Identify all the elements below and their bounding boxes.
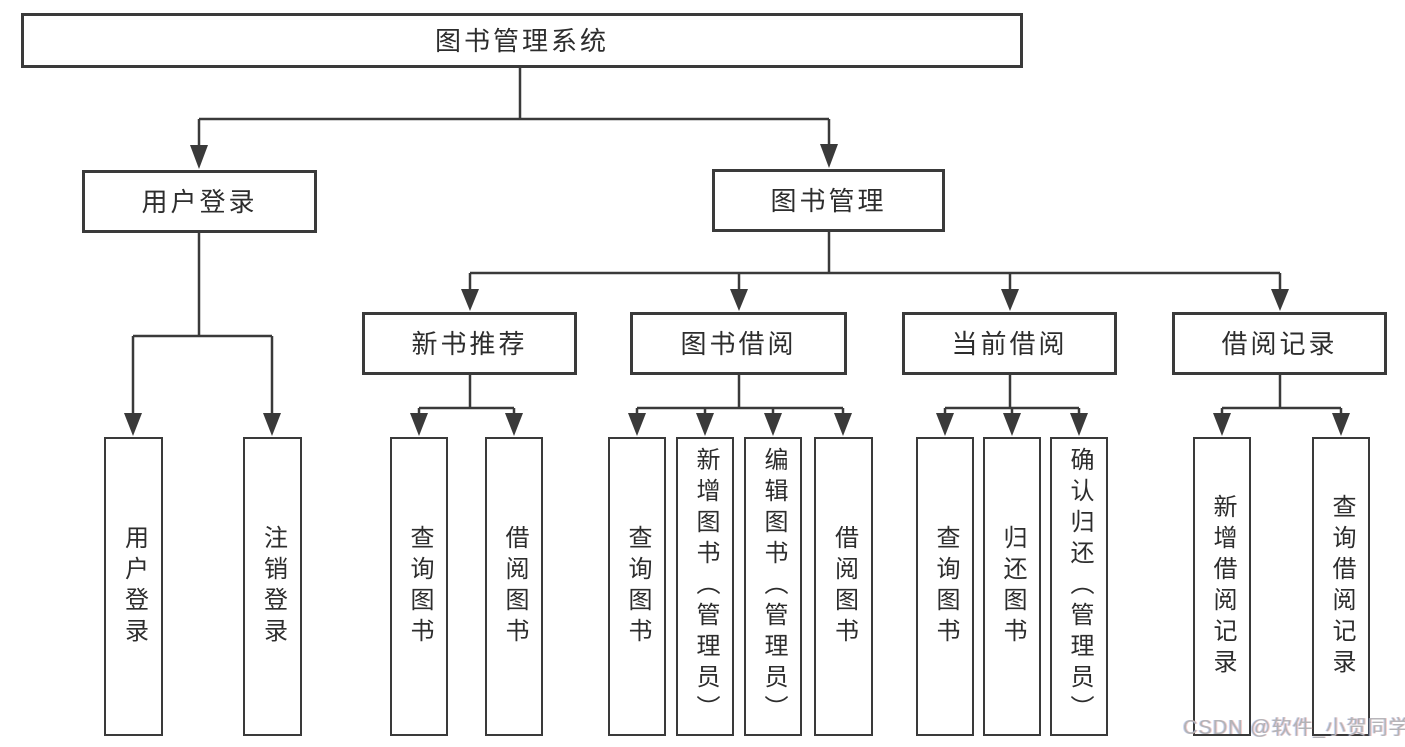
leaf-search-books-current: 查询图书 [916, 437, 974, 736]
node-current-borrowing: 当前借阅 [902, 312, 1117, 375]
leaf-user-login: 用户登录 [104, 437, 163, 736]
leaf-add-borrow-record: 新增借阅记录 [1193, 437, 1251, 736]
node-current-borrowing-label: 当前借阅 [951, 328, 1068, 359]
leaf-search-borrow-record-label: 查询借阅记录 [1328, 493, 1355, 680]
node-user-login-label: 用户登录 [141, 186, 258, 217]
leaf-add-book-admin-label: 新增图书（管理员） [692, 447, 719, 726]
connector-new-book-children [417, 375, 516, 414]
leaf-search-books-current-label: 查询图书 [932, 524, 959, 649]
leaf-search-books-borrowing-label: 查询图书 [624, 524, 651, 649]
leaf-confirm-return-admin: 确认归还（管理员） [1050, 437, 1108, 736]
leaf-add-book-admin: 新增图书（管理员） [676, 437, 734, 736]
leaf-edit-book-admin-label: 编辑图书（管理员） [760, 447, 787, 726]
connector-book-management-children [468, 232, 1282, 290]
leaf-borrow-books-borrowing: 借阅图书 [814, 437, 873, 736]
leaf-search-books-borrowing: 查询图书 [608, 437, 666, 736]
connector-borrow-records-children [1220, 375, 1343, 414]
node-book-borrowing-label: 图书借阅 [680, 328, 797, 359]
watermark: CSDN @软件_小贺同学 [1183, 717, 1405, 739]
leaf-borrow-books-recommend-label: 借阅图书 [501, 524, 528, 649]
leaf-return-books-label: 归还图书 [999, 524, 1026, 649]
node-book-management: 图书管理 [712, 169, 945, 232]
arrowheads [124, 144, 1350, 436]
node-new-book-recommendation: 新书推荐 [362, 312, 577, 375]
connector-book-borrowing-children [635, 375, 845, 414]
connector-root-to-level2 [197, 68, 831, 146]
node-borrow-records-label: 借阅记录 [1221, 328, 1338, 359]
leaf-logout-label: 注销登录 [259, 524, 287, 649]
node-library-system: 图书管理系统 [21, 13, 1023, 68]
connector-current-borrowing-children [943, 375, 1081, 414]
leaf-search-books-recommend-label: 查询图书 [406, 524, 433, 649]
leaf-confirm-return-admin-label: 确认归还（管理员） [1066, 447, 1093, 726]
leaf-search-books-recommend: 查询图书 [390, 437, 448, 736]
connector-user-login-children [131, 233, 274, 414]
leaf-borrow-books-recommend: 借阅图书 [485, 437, 543, 736]
node-user-login: 用户登录 [82, 170, 317, 233]
node-new-book-recommendation-label: 新书推荐 [411, 328, 528, 359]
leaf-add-borrow-record-label: 新增借阅记录 [1209, 493, 1236, 680]
node-borrow-records: 借阅记录 [1172, 312, 1387, 375]
leaf-user-login-label: 用户登录 [120, 524, 148, 649]
leaf-search-borrow-record: 查询借阅记录 [1312, 437, 1370, 736]
leaf-logout: 注销登录 [243, 437, 302, 736]
node-library-system-label: 图书管理系统 [434, 25, 609, 56]
node-book-management-label: 图书管理 [770, 185, 887, 216]
leaf-borrow-books-borrowing-label: 借阅图书 [830, 524, 858, 649]
node-book-borrowing: 图书借阅 [630, 312, 847, 375]
leaf-return-books: 归还图书 [983, 437, 1041, 736]
leaf-edit-book-admin: 编辑图书（管理员） [744, 437, 802, 736]
